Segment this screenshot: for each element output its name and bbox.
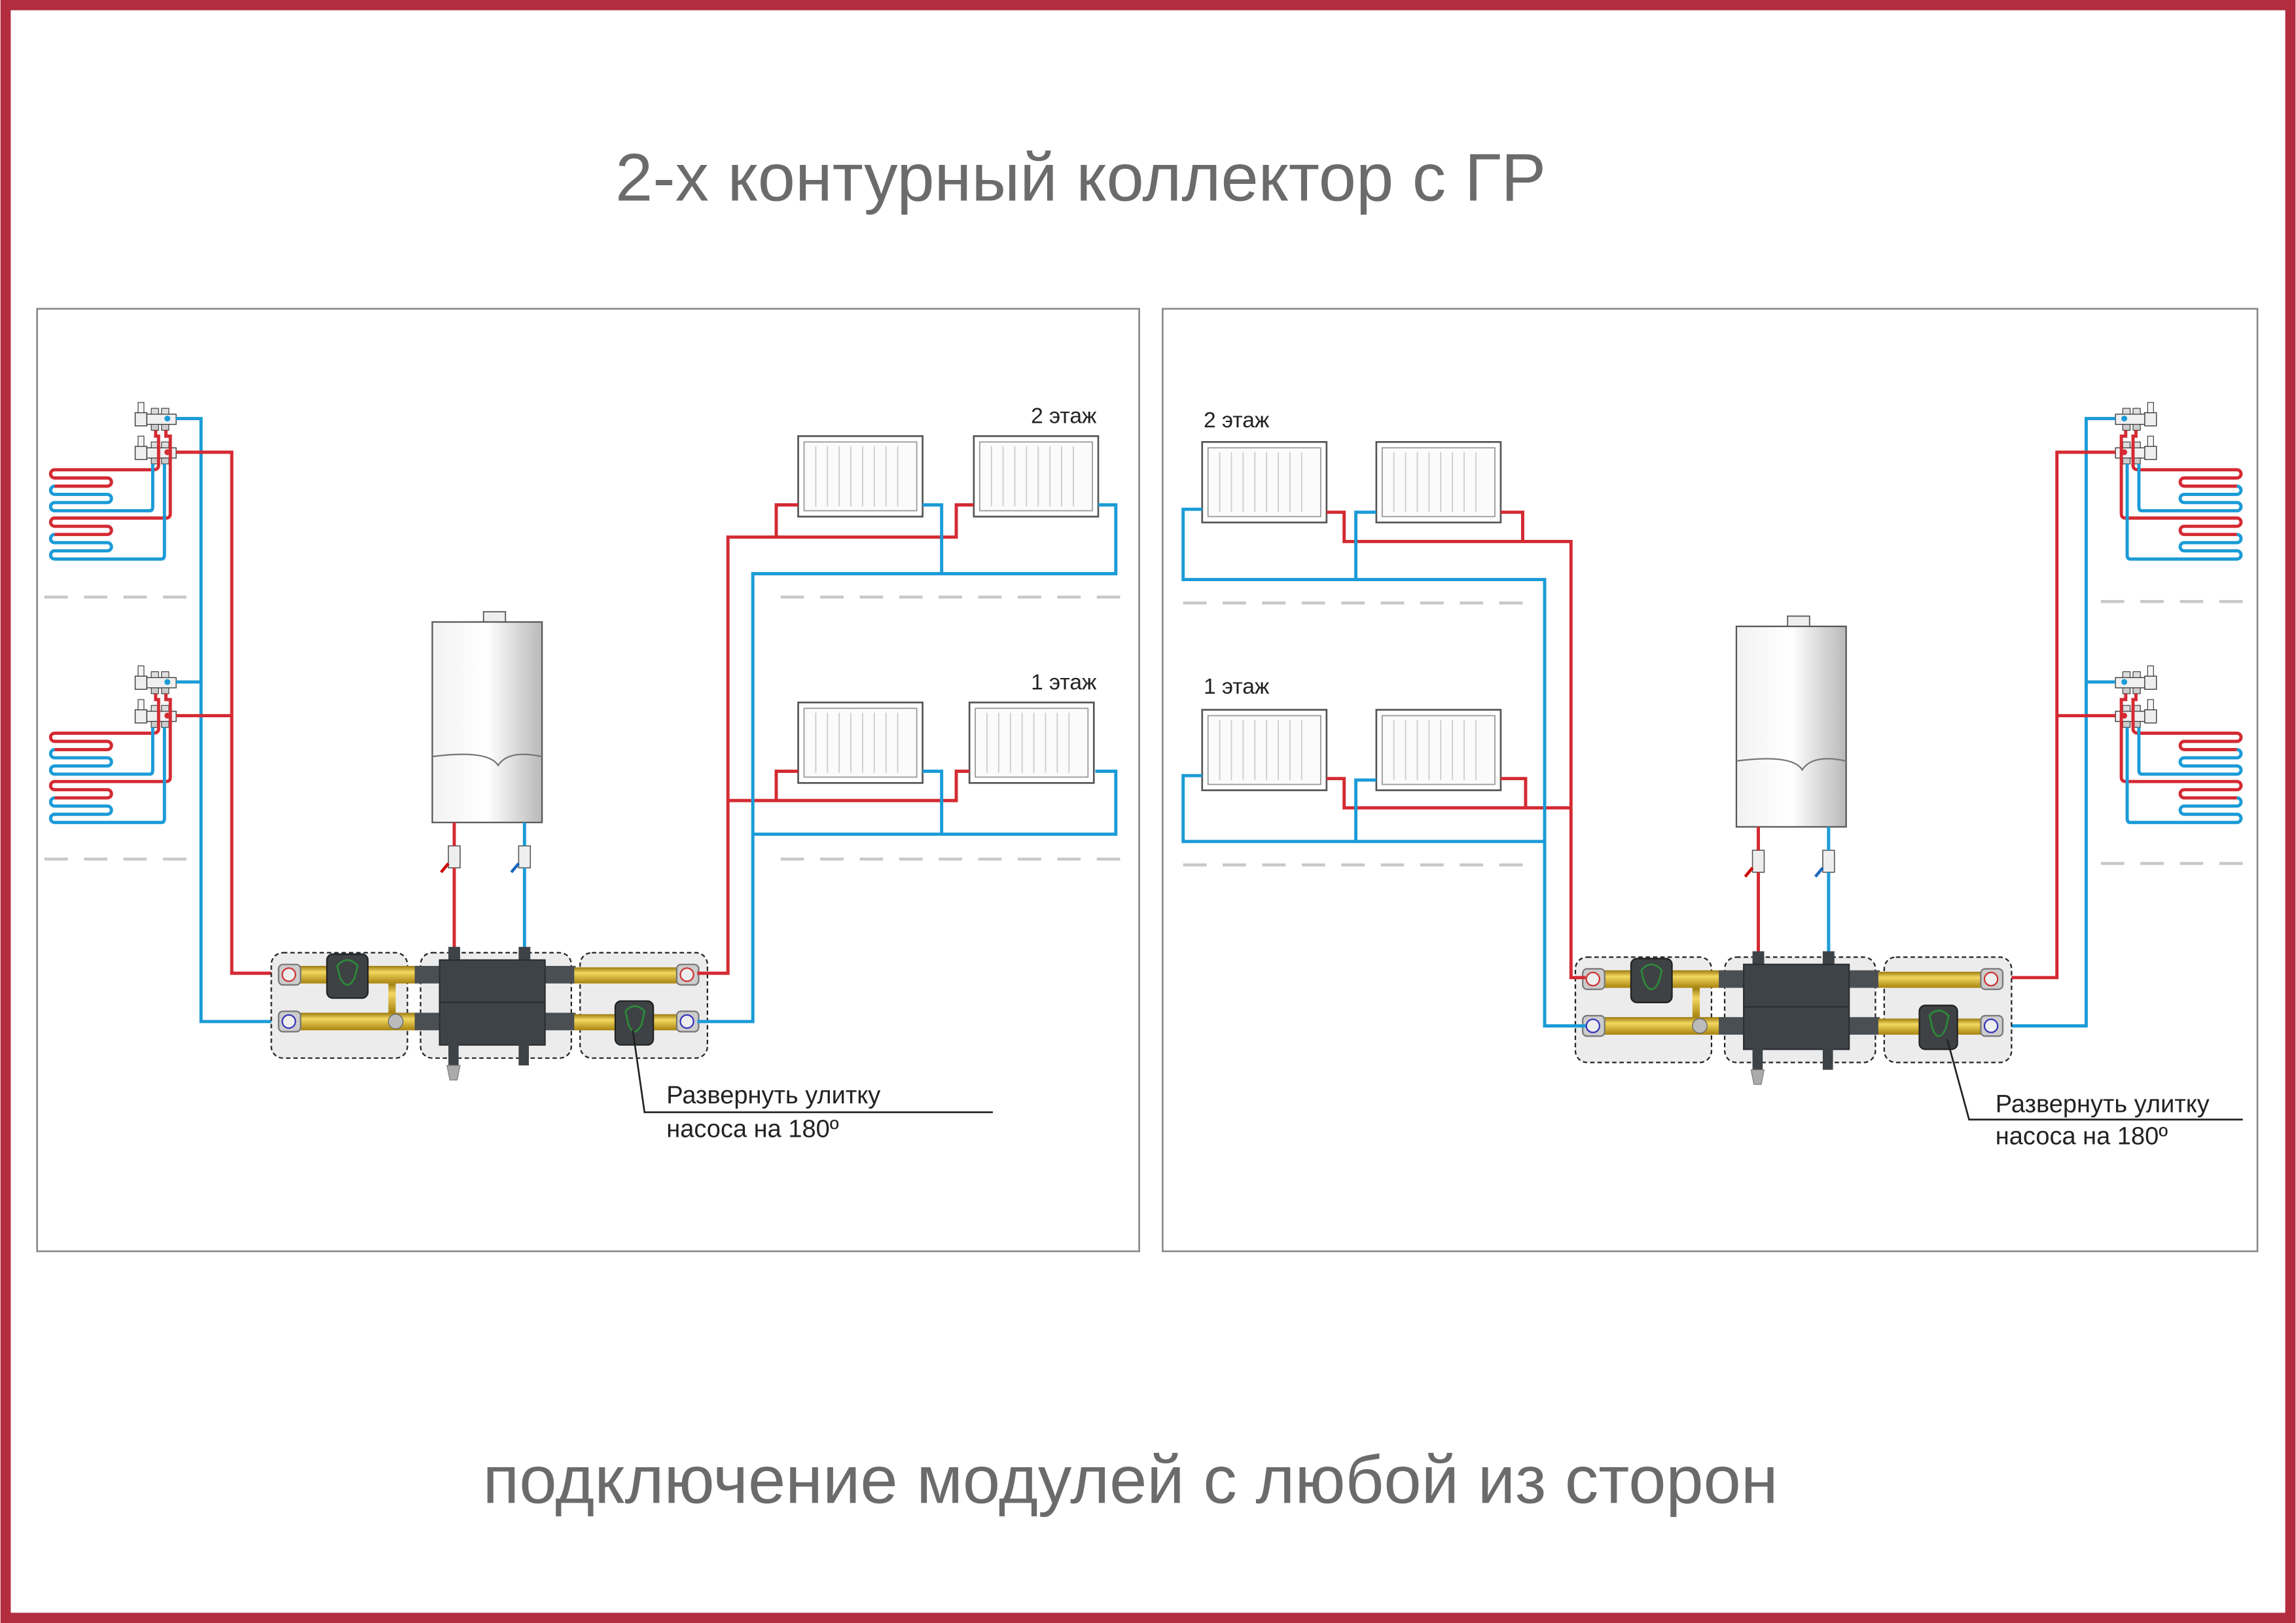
right-scheme-panel: 2 этаж 1 этаж Развернуть улитку насоса н… [1162, 308, 2259, 1253]
floor-2-label: 2 этаж [1031, 404, 1097, 428]
pump-note-line2: насоса на 180º [666, 1116, 838, 1143]
floor-dividers [44, 596, 1121, 861]
floor-2-label: 2 этаж [1204, 408, 1270, 433]
left-scheme-panel: 2 этаж 1 этаж Развернуть улитку насоса н… [36, 308, 1140, 1253]
page-title: 2-х контурный коллектор с ГР [615, 139, 1546, 215]
pump-note-line1: Развернуть улитку [1996, 1091, 2210, 1118]
floor-1-label: 1 этаж [1031, 670, 1097, 694]
page-subtitle: подключение модулей с любой из сторон [483, 1442, 1778, 1518]
pump-note-line1: Развернуть улитку [666, 1082, 880, 1109]
floor-1-label: 1 этаж [1204, 675, 1270, 699]
floor-dividers [1183, 599, 2248, 866]
pump-note-line2: насоса на 180º [1996, 1123, 2168, 1150]
